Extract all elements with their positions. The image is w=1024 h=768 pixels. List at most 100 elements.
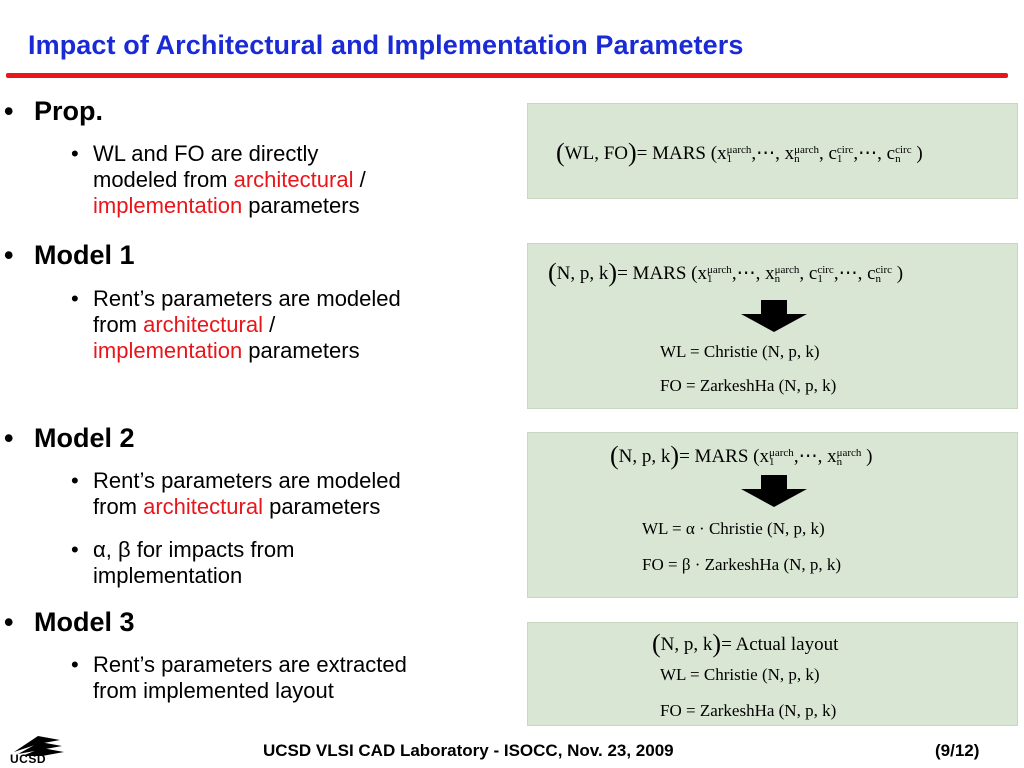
eq-rhs: = MARS (x — [636, 143, 727, 164]
equation-model3-layout: (N, p, k)= Actual layout — [652, 629, 838, 659]
eq-rhs: = MARS (x — [617, 263, 707, 284]
bullet-model3-sub: Rent’s parameters are extracted from imp… — [71, 652, 513, 704]
paren: ( — [556, 138, 565, 167]
paren: ) — [628, 138, 637, 167]
eq-sub: 1 — [836, 152, 843, 165]
bullet-model2-sub1: Rent’s parameters are modeled from archi… — [71, 468, 513, 520]
eq-sup: circ — [875, 263, 892, 276]
eq-sub: n — [836, 455, 843, 468]
eq-sup: μarch — [706, 263, 732, 276]
paren: ( — [548, 258, 557, 287]
text-line: Rent’s parameters are modeled — [93, 468, 401, 493]
ucsd-logo-text: UCSD — [10, 752, 47, 766]
bullet-prop-sub: WL and FO are directly modeled from arch… — [71, 141, 513, 219]
highlight-architectural: architectural — [143, 494, 263, 519]
text-line: WL and FO are directly — [93, 141, 319, 166]
eq-lhs: WL, FO — [564, 143, 628, 164]
text-line: implementation — [93, 563, 243, 588]
bullet-model1-sub: Rent’s parameters are modeled from archi… — [71, 286, 513, 364]
text-run: parameters — [242, 338, 360, 363]
highlight-implementation: implementation — [93, 193, 243, 218]
eq-rhs: = Actual layout — [721, 634, 839, 655]
eq-sup: μarch — [836, 446, 862, 459]
equation-model1-wl: WL = Christie (N, p, k) — [660, 342, 820, 361]
eq-rhs: = MARS (x — [679, 446, 769, 467]
eq-mid: ,⋯, x — [793, 446, 837, 467]
eq-sup: μarch — [768, 446, 794, 459]
down-arrow-icon — [741, 300, 807, 332]
text-line: implementation parameters — [93, 338, 513, 364]
eq-mid: ,⋯, c — [833, 263, 876, 284]
eq-sup: circ — [895, 143, 912, 156]
highlight-architectural: architectural — [143, 312, 263, 337]
text-line: from architectural parameters — [93, 494, 513, 520]
text-run: / — [262, 312, 276, 337]
down-arrow-icon — [741, 475, 807, 507]
footer-text: UCSD VLSI CAD Laboratory - ISOCC, Nov. 2… — [263, 741, 674, 760]
equation-model2-fo: FO = β · ZarkeshHa (N, p, k) — [642, 555, 842, 574]
eq-sub: 1 — [706, 272, 713, 285]
text-line: from implemented layout — [93, 678, 334, 703]
text-line: Rent’s parameters are modeled — [93, 286, 401, 311]
paren: ) — [608, 258, 618, 287]
equation-model3-fo: FO = ZarkeshHa (N, p, k) — [660, 701, 837, 720]
eq-end: ) — [861, 446, 873, 467]
title-underline — [6, 73, 1008, 78]
eq-sup: μarch — [774, 263, 800, 276]
paren: ( — [652, 629, 661, 658]
eq-sub: n — [774, 272, 781, 285]
text-line: modeled from architectural / — [93, 167, 513, 193]
eq-sup: circ — [817, 263, 834, 276]
text-run: modeled from — [93, 167, 234, 192]
eq-sub: n — [895, 152, 901, 165]
eq-end: ) — [891, 263, 904, 284]
paren: ( — [610, 441, 619, 470]
eq-sup: circ — [836, 143, 854, 156]
bullet-model2-sub2: α, β for impacts from implementation — [71, 537, 513, 589]
text-run: parameters — [262, 494, 381, 519]
bullet-list: Prop. WL and FO are directly modeled fro… — [0, 0, 520, 768]
eq-end: ) — [911, 143, 923, 164]
eq-sub: 1 — [768, 455, 775, 468]
equation-model2-wl: WL = α · Christie (N, p, k) — [642, 519, 825, 538]
bullet-model2: Model 2 — [4, 423, 134, 454]
text-line: Rent’s parameters are extracted — [93, 652, 407, 677]
paren: ) — [670, 441, 680, 470]
eq-mid: ,⋯, x — [751, 143, 795, 164]
eq-mid: ,⋯, x — [731, 263, 775, 284]
eq-sup: μarch — [794, 143, 819, 156]
equation-model3-wl: WL = Christie (N, p, k) — [660, 665, 820, 684]
eq-mid: ,⋯, c — [853, 143, 896, 164]
eq-lhs: N, p, k — [660, 634, 713, 655]
bullet-model3: Model 3 — [4, 607, 134, 638]
eq-mid: , c — [799, 263, 818, 284]
eq-sub: 1 — [726, 152, 733, 165]
bullet-model1: Model 1 — [4, 240, 134, 271]
text-line: α, β for impacts from — [93, 537, 295, 562]
equation-model1-fo: FO = ZarkeshHa (N, p, k) — [660, 376, 837, 395]
text-run: from — [93, 312, 144, 337]
eq-sup: μarch — [726, 143, 752, 156]
eq-sub: n — [875, 272, 882, 285]
eq-sub: n — [794, 152, 800, 165]
highlight-architectural: architectural — [233, 167, 354, 192]
page-number: (9/12) — [935, 741, 980, 760]
eq-mid: , c — [818, 143, 837, 164]
ucsd-logo-icon — [14, 736, 64, 756]
eq-lhs: N, p, k — [618, 446, 671, 467]
